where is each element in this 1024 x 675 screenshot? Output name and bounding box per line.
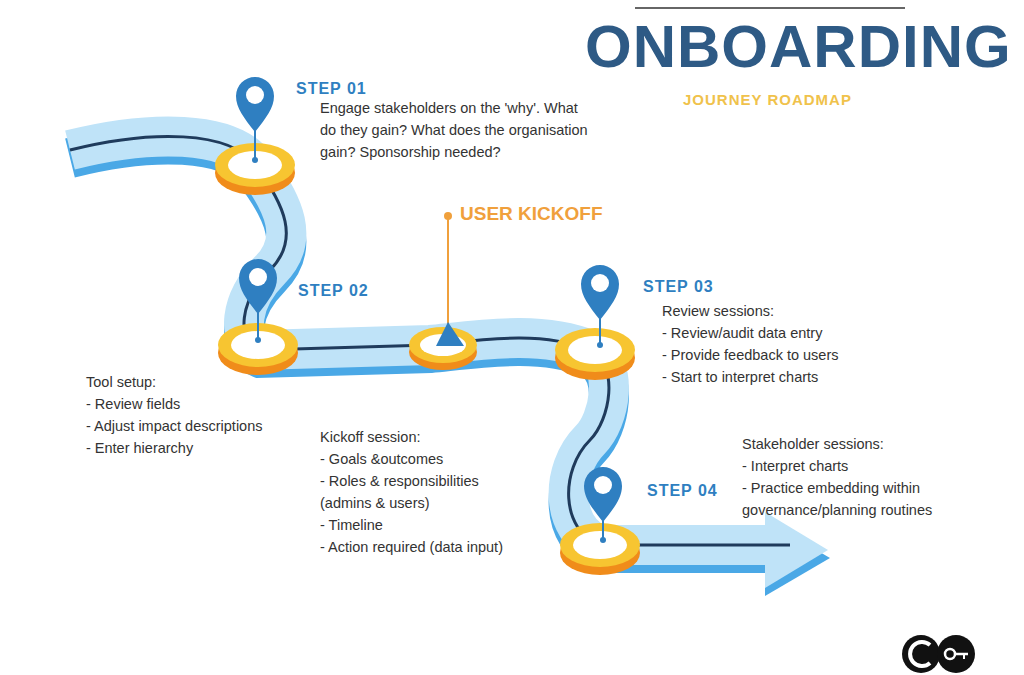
step-heading: STEP 02 (298, 280, 369, 302)
body-line: - Timeline (320, 514, 550, 536)
body-line: - Roles & responsibilities (admins & use… (320, 470, 510, 514)
body-line: Review sessions: (662, 300, 922, 322)
body-line: - Action required (data input) (320, 536, 550, 558)
body-line: - Practice embedding within governance/p… (742, 477, 982, 521)
body-line: - Start to interpret charts (662, 366, 922, 388)
body-line: Stakeholder sessions: (742, 433, 1012, 455)
step-body: Engage stakeholders on the 'why'. What d… (320, 97, 588, 163)
body-line: - Interpret charts (742, 455, 1012, 477)
body-line: - Review fields (86, 393, 306, 415)
body-line: - Review/audit data entry (662, 322, 922, 344)
title: ONBOARDING (585, 14, 1012, 80)
step-heading: STEP 01 (296, 78, 367, 100)
step-heading: STEP 03 (643, 276, 714, 298)
body-line: - Goals &outcomes (320, 448, 550, 470)
body-line: Tool setup: (86, 371, 306, 393)
body-line: Kickoff session: (320, 426, 550, 448)
subtitle: JOURNEY ROADMAP (683, 89, 852, 111)
body-line: - Enter hierarchy (86, 437, 306, 459)
body-line: - Provide feedback to users (662, 344, 922, 366)
body-line: - Adjust impact descriptions (86, 415, 306, 437)
step-heading: STEP 04 (647, 480, 718, 502)
kickoff-heading: USER KICKOFF (460, 203, 603, 225)
